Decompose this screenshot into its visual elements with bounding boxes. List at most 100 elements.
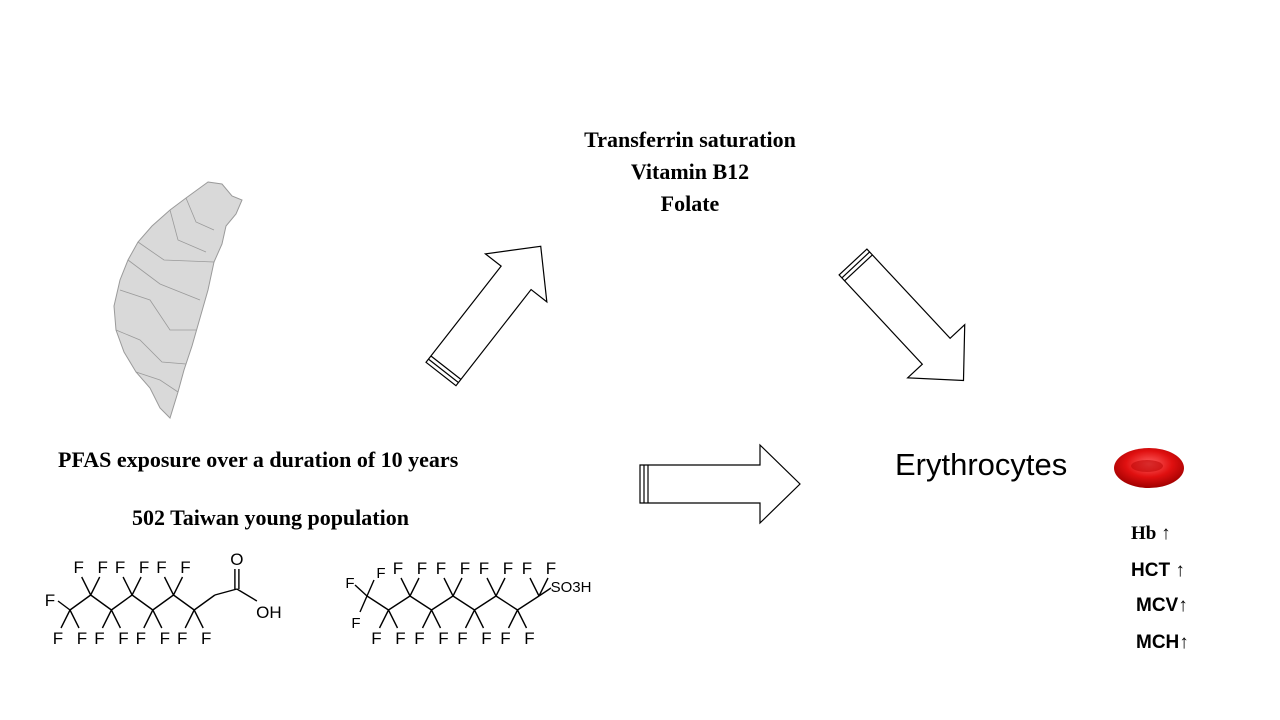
bond (388, 595, 411, 611)
fluorine-atom: F (417, 559, 427, 578)
fluorine-atom: F (503, 559, 513, 578)
fluorine-atom: F (74, 558, 84, 577)
arrows (425, 245, 966, 525)
bond (409, 595, 432, 611)
fluorine-atom: F (139, 558, 149, 577)
bond (131, 576, 142, 596)
bond (366, 579, 375, 597)
bond (443, 577, 454, 597)
fluorine-atom: F (522, 559, 532, 578)
bond (495, 577, 506, 597)
arrow-tail-stripe (841, 251, 871, 279)
bond (152, 609, 163, 629)
bond (486, 577, 497, 597)
fluorine-atom: F (94, 629, 104, 648)
fluorine-atom: F (77, 629, 87, 648)
bond (172, 576, 184, 596)
bond (69, 609, 80, 629)
fluorine-atom: F (177, 629, 187, 648)
bond (57, 600, 71, 611)
arrow-tail-stripe (430, 355, 462, 380)
bond (366, 595, 389, 611)
fluorine-atom: F (524, 629, 534, 648)
bond (101, 609, 113, 629)
fluorine-atom: F (479, 559, 489, 578)
bond (359, 595, 368, 613)
arrow-tail-stripe (428, 358, 459, 384)
arrow-mediators-to-erythrocytes (838, 248, 966, 382)
fluorine-atom: F (160, 629, 170, 648)
bond (131, 594, 154, 611)
fluorine-atom: F (481, 629, 491, 648)
bond (529, 577, 540, 597)
arrow-exposure-to-erythrocytes (639, 443, 801, 525)
fluorine-atom: F (351, 615, 360, 632)
bond (387, 609, 399, 629)
bond (430, 609, 442, 629)
bond (90, 594, 112, 611)
bond (400, 577, 411, 597)
bond (163, 576, 175, 596)
mediator-list: Transferrin saturation Vitamin B12 Folat… (0, 124, 1280, 220)
bond (152, 594, 174, 611)
taiwan-map (113, 181, 243, 419)
fluorine-atom: F (414, 629, 424, 648)
bond (110, 609, 122, 629)
fluorine-atom: F (371, 629, 381, 648)
arrow-body (425, 245, 548, 387)
bond (538, 577, 549, 597)
bond (507, 609, 519, 629)
arrow-exposure-to-mediators (425, 245, 548, 387)
fluorine-atom: F (136, 629, 146, 648)
bond (110, 594, 133, 611)
bond (184, 609, 195, 629)
bond (517, 595, 540, 611)
bond (464, 609, 476, 629)
bond (90, 576, 101, 596)
bond (60, 609, 71, 629)
bond (452, 595, 475, 611)
hydroxyl-group: OH (256, 603, 282, 622)
fluorine-atom: F (98, 558, 108, 577)
bond (143, 609, 154, 629)
bond (473, 609, 485, 629)
bond (421, 609, 433, 629)
bond (81, 576, 92, 596)
fluorine-atom: F (345, 575, 354, 592)
fluorine-atom: F (376, 565, 385, 582)
taiwan-county-lines (115, 197, 215, 393)
bond (431, 595, 454, 611)
fluorine-atom: F (500, 629, 510, 648)
population-label: 502 Taiwan young population (132, 505, 409, 530)
fluorine-atom: F (53, 629, 63, 648)
fluorine-atom: F (45, 591, 55, 610)
bond (495, 595, 518, 611)
fluorine-atom: F (393, 559, 403, 578)
red-blood-cell-dimple (1131, 460, 1163, 472)
mediator-b12: Vitamin B12 (630, 159, 750, 184)
fluorine-atom: F (546, 559, 556, 578)
fluorine-atom: F (438, 629, 448, 648)
fluorine-atom: F (180, 558, 190, 577)
arrow-tail-stripe (844, 254, 873, 282)
bond (214, 588, 238, 596)
sulfonic-acid-group: SO3H (551, 579, 592, 596)
bond (378, 609, 390, 629)
fluorine-atom: F (457, 629, 467, 648)
bond (452, 577, 463, 597)
marker-hct: HCT ↑ (1131, 560, 1185, 581)
marker-mch: MCH↑ (1136, 632, 1189, 653)
bond (474, 595, 497, 611)
fluorine-atom: F (460, 559, 470, 578)
fluorine-atom: F (201, 629, 211, 648)
bond (193, 594, 216, 611)
bond (69, 594, 92, 611)
marker-mcv: MCV↑ (1136, 595, 1188, 616)
fluorine-atom: F (115, 558, 125, 577)
fluorine-atom: F (156, 558, 166, 577)
mediator-folate: Folate (660, 191, 720, 216)
bond (122, 576, 133, 596)
bond (409, 577, 420, 597)
